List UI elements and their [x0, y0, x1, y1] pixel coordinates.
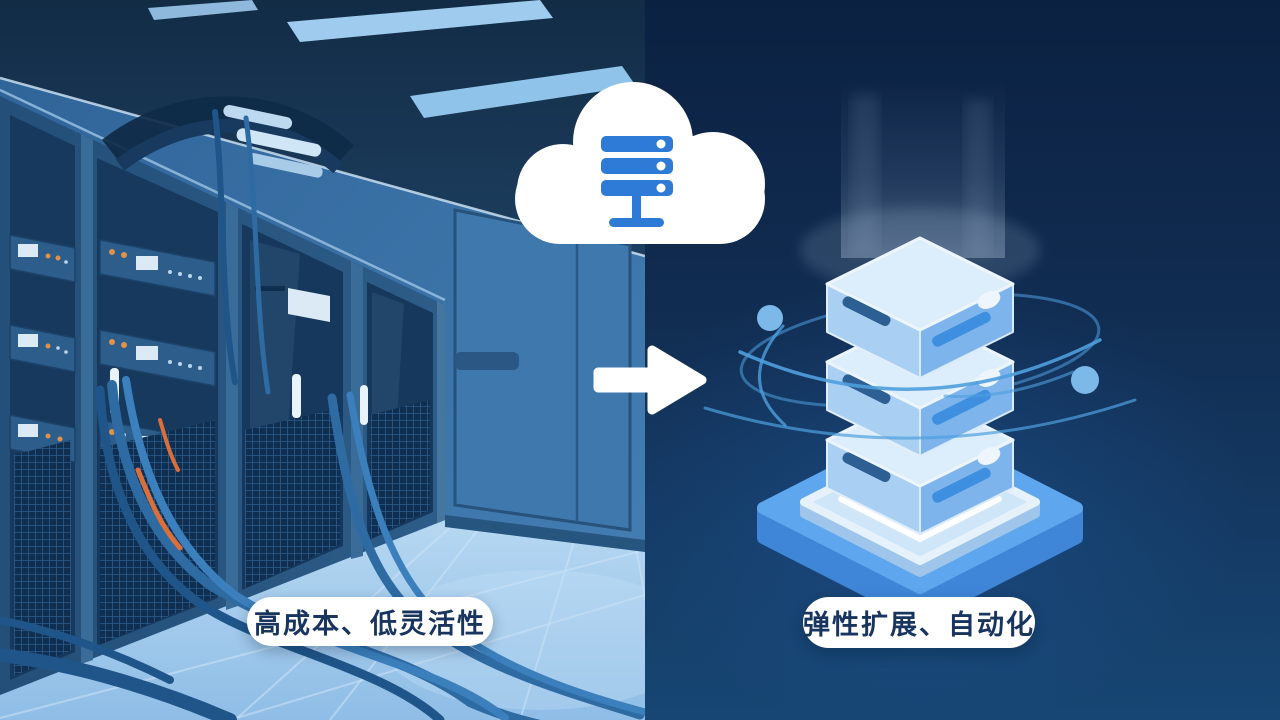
- cloud-scene: [645, 0, 1280, 720]
- left-caption-pill: 高成本、低灵活性: [247, 597, 493, 646]
- server-rack-icon: [601, 136, 673, 227]
- left-caption-text: 高成本、低灵活性: [254, 609, 486, 639]
- orbit-ring-front: [738, 338, 1102, 391]
- server-room-scene: [0, 0, 645, 720]
- right-caption-text: 弹性扩展、自动化: [803, 610, 1035, 640]
- arrow-right-icon: [593, 345, 707, 415]
- orbit-node-icon: [1071, 366, 1099, 394]
- orbit-ring-front: [703, 398, 1137, 440]
- ceiling-light-panel: [148, 0, 636, 118]
- cable-tray: [101, 96, 354, 178]
- cloud-icon: [515, 82, 765, 244]
- orbit-node-icon: [757, 305, 783, 331]
- server-box: [825, 236, 1015, 379]
- orbit-network: [703, 305, 1137, 440]
- right-caption-pill: 弹性扩展、自动化: [803, 597, 1035, 648]
